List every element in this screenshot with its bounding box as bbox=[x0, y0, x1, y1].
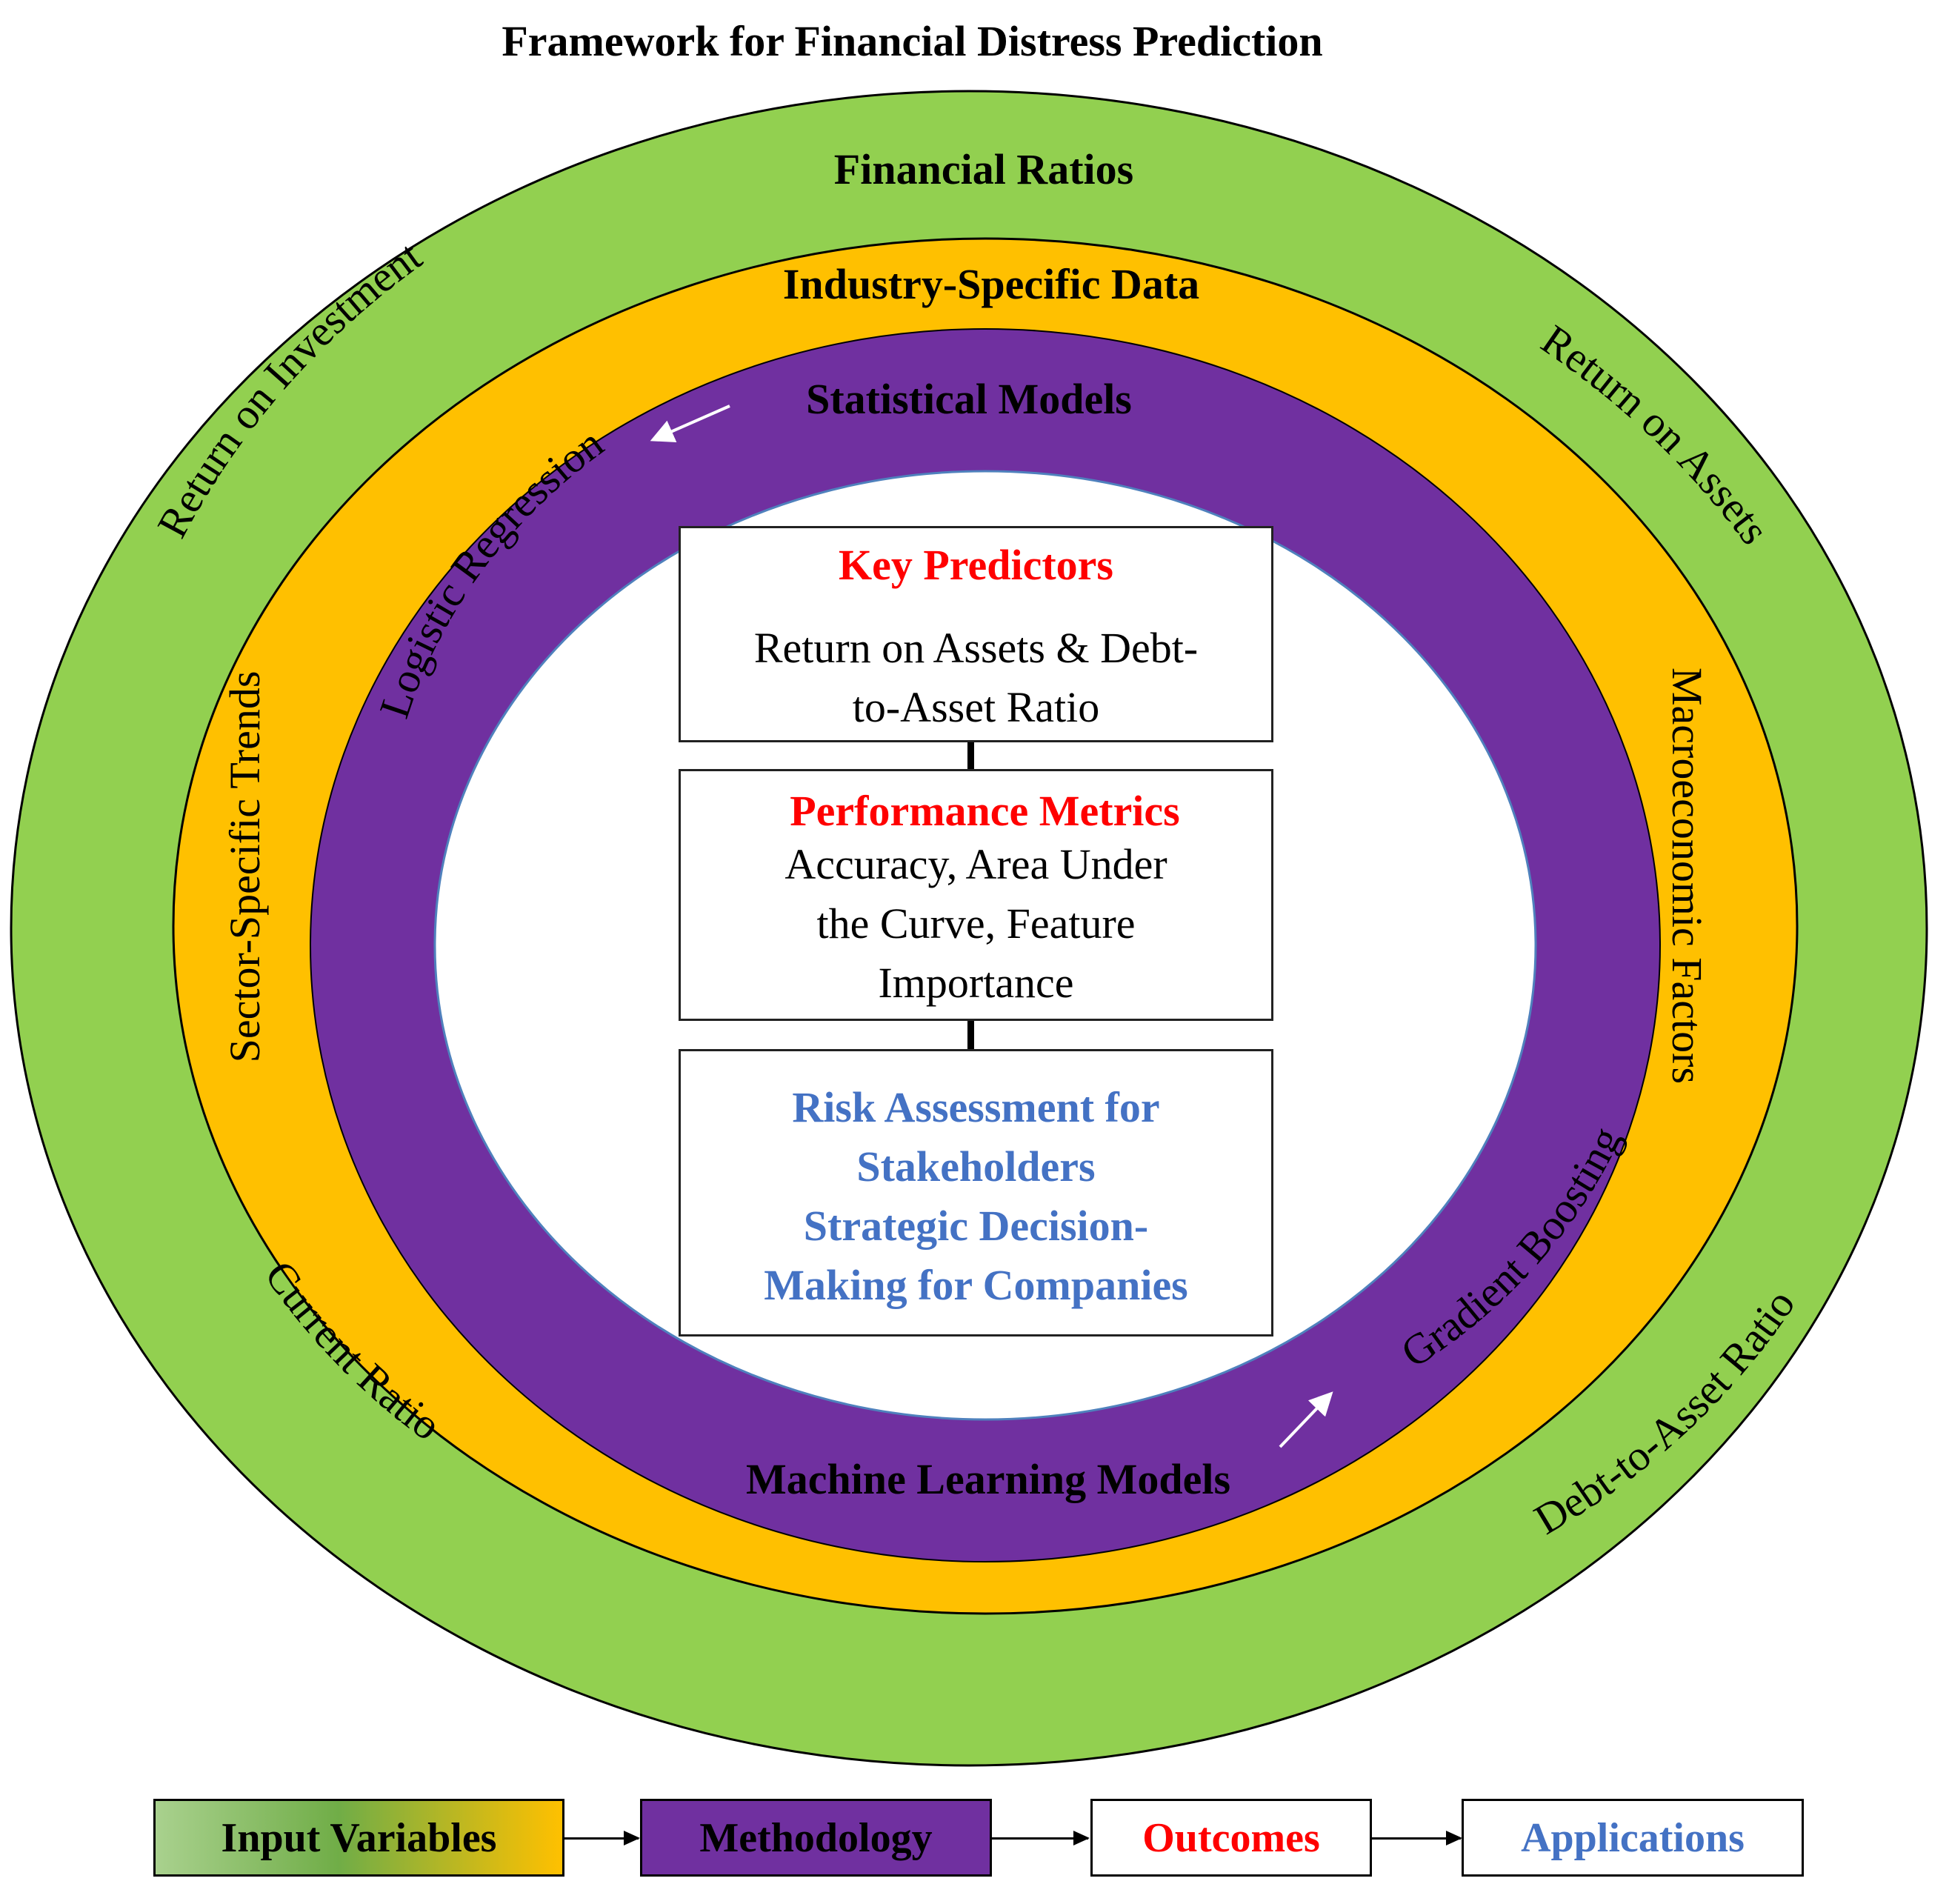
key-predictors-box: Key Predictors Return on Assets & Debt- … bbox=[679, 526, 1273, 742]
inner-ring-label-top: Statistical Models bbox=[806, 375, 1132, 423]
key-predictors-line2: to-Asset Ratio bbox=[852, 682, 1100, 731]
inner-ring-label-bottom: Machine Learning Models bbox=[746, 1455, 1230, 1503]
performance-metrics-box: Performance Metrics Accuracy, Area Under… bbox=[679, 769, 1273, 1021]
applications-line2: Stakeholders bbox=[856, 1142, 1096, 1191]
legend-methodology: Methodology bbox=[640, 1799, 992, 1877]
performance-metrics-title: Performance Metrics bbox=[790, 787, 1180, 835]
middle-item-sector-specific-trends: Sector-Specific Trends bbox=[221, 671, 269, 1063]
legend-outcomes-label: Outcomes bbox=[1142, 1814, 1320, 1861]
legend-outcomes: Outcomes bbox=[1090, 1799, 1372, 1877]
key-predictors-title: Key Predictors bbox=[839, 541, 1113, 589]
arrow-to-logistic-regression bbox=[650, 405, 730, 442]
legend-applications: Applications bbox=[1462, 1799, 1804, 1877]
connector-2 bbox=[967, 1021, 974, 1049]
legend-applications-label: Applications bbox=[1521, 1814, 1745, 1861]
performance-metrics-line1: Accuracy, Area Under bbox=[784, 839, 1167, 888]
legend-arrow-2 bbox=[992, 1831, 1090, 1845]
diagram-title: Framework for Financial Distress Predict… bbox=[502, 17, 1323, 65]
applications-line1: Risk Assessment for bbox=[792, 1083, 1160, 1131]
legend-arrow-1 bbox=[564, 1831, 640, 1845]
key-predictors-line1: Return on Assets & Debt- bbox=[753, 623, 1199, 672]
middle-ring-label: Industry-Specific Data bbox=[783, 260, 1199, 308]
legend-arrow-3 bbox=[1372, 1831, 1462, 1845]
applications-line4: Making for Companies bbox=[764, 1261, 1188, 1310]
legend-methodology-label: Methodology bbox=[699, 1814, 933, 1861]
applications-box: Risk Assessment for Stakeholders Strateg… bbox=[679, 1049, 1273, 1337]
legend-input-variables-label: Input Variables bbox=[221, 1814, 497, 1861]
performance-metrics-line2: the Curve, Feature bbox=[816, 899, 1136, 948]
performance-metrics-line3: Importance bbox=[878, 958, 1074, 1007]
outer-ring-label: Financial Ratios bbox=[834, 145, 1133, 193]
middle-item-macroeconomic-factors: Macroeconomic Factors bbox=[1663, 668, 1711, 1084]
arrow-to-gradient-boosting bbox=[1279, 1391, 1333, 1448]
applications-line3: Strategic Decision- bbox=[803, 1202, 1149, 1251]
legend-input-variables: Input Variables bbox=[153, 1799, 564, 1877]
connector-1 bbox=[967, 742, 974, 769]
